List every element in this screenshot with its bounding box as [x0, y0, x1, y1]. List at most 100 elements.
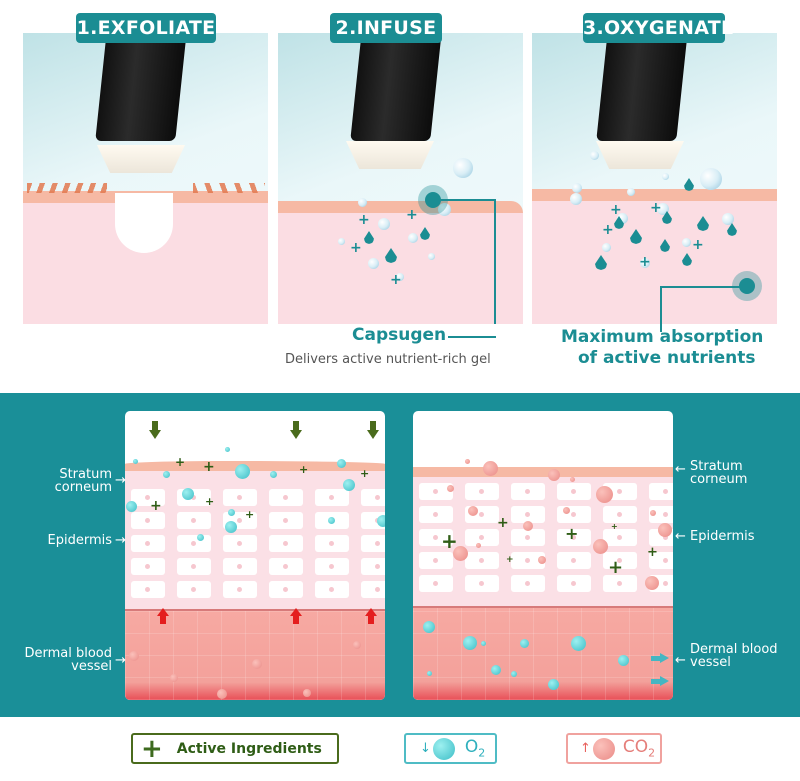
- epidermis-cell: [511, 506, 545, 523]
- callout-line: [660, 286, 740, 288]
- co2-bubble-icon: [658, 523, 672, 537]
- epidermis-cell: [315, 581, 349, 598]
- epidermis-cell: [177, 512, 211, 529]
- step-3-badge: 3.OXYGENATE: [583, 13, 734, 43]
- o2-text: O: [464, 737, 479, 758]
- plus-icon: +: [692, 237, 704, 253]
- epidermis-cell: [557, 529, 591, 546]
- co2-bubble-icon: [563, 507, 570, 514]
- bubble-icon: [378, 218, 390, 230]
- oxygenate-panel: + + + + +: [532, 33, 777, 324]
- capsugen-subtitle: Delivers active nutrient-rich gel: [285, 352, 491, 367]
- exfoliated-area: [115, 193, 173, 253]
- right-stratum-label: Stratum corneum: [690, 460, 747, 486]
- legend-active-ingredients: + Active Ingredients: [131, 733, 339, 764]
- label-stratum: Stratum: [59, 467, 112, 482]
- bubble-icon: [428, 253, 435, 260]
- legend-co2: ↑ CO2: [566, 733, 662, 764]
- o2-bubble-icon: [328, 517, 335, 524]
- epidermis-cell: [361, 558, 385, 575]
- active-ingredient-icon: +: [299, 463, 309, 476]
- right-dermal-label: Dermal blood vessel: [690, 643, 778, 669]
- epidermis-cell: [131, 512, 165, 529]
- epidermis-cell: [649, 552, 673, 569]
- skin-layer: [532, 201, 777, 324]
- co2-bubble-icon: [593, 539, 608, 554]
- epidermis-cell: [419, 575, 453, 592]
- co2-bubble-icon: [447, 485, 454, 492]
- infuse-panel: + + + +: [278, 33, 523, 324]
- o2-bubble-icon: [463, 636, 477, 650]
- co2-bubble-icon: [592, 737, 615, 760]
- epidermis-cell: [223, 558, 257, 575]
- droplet-icon: [682, 253, 692, 266]
- droplet-icon: [364, 231, 374, 244]
- epidermis-cell: [131, 558, 165, 575]
- o2-bubble-icon: [235, 464, 250, 479]
- skin-flakes-icon: [27, 183, 107, 193]
- bubble-icon: [657, 203, 669, 215]
- left-skin-diagram: + + + + + + +: [125, 411, 385, 700]
- co2-bubble-icon: [476, 543, 481, 548]
- co2-bubble-icon: [596, 486, 613, 503]
- device-handle-icon: [95, 33, 187, 141]
- o2-bubble-icon: [427, 671, 432, 676]
- epidermis-cell: [177, 581, 211, 598]
- o2-bubble-icon: [423, 621, 435, 633]
- epidermis-cell: [361, 535, 385, 552]
- droplet-icon: [420, 227, 430, 240]
- down-arrow-icon: [149, 421, 161, 439]
- epidermis-cell: [511, 483, 545, 500]
- absorption-title-line1: Maximum absorption: [561, 327, 764, 347]
- co2-subscript: 2: [648, 746, 656, 760]
- device-handle-icon: [350, 33, 442, 141]
- up-arrow-icon: [365, 608, 377, 624]
- dermis-layer: [125, 609, 385, 700]
- o2-bubble-icon: [571, 636, 586, 651]
- epidermis-cell: [269, 489, 303, 506]
- stratum-corneum-layer: [278, 201, 523, 213]
- epidermis-cell: [419, 529, 453, 546]
- active-ingredient-icon: +: [611, 522, 618, 531]
- epidermis-cell: [269, 512, 303, 529]
- bubble-icon: [572, 183, 582, 193]
- step-1-badge: 1.EXFOLIATE: [76, 13, 216, 43]
- label-epidermis: Epidermis: [690, 529, 755, 544]
- down-arrow-icon: [290, 421, 302, 439]
- left-arrow-icon: →: [115, 533, 126, 548]
- plus-icon: +: [390, 272, 402, 288]
- skin-flakes-icon: [193, 183, 265, 193]
- legend-co2-label: CO2: [623, 737, 655, 759]
- active-ingredient-icon: +: [360, 467, 370, 480]
- active-ingredient-icon: +: [150, 498, 162, 514]
- epidermis-cell: [557, 575, 591, 592]
- bubble-icon: [682, 238, 691, 247]
- right-arrow-icon: [651, 676, 669, 686]
- active-ingredient-icon: +: [441, 529, 458, 553]
- co2-bubble-icon: [468, 506, 478, 516]
- co2-bubble-icon: [548, 469, 560, 481]
- epidermis-cell: [465, 483, 499, 500]
- o2-subscript: 2: [478, 746, 486, 760]
- droplet-icon: [662, 211, 672, 224]
- capsugen-title: Capsugen: [352, 325, 447, 345]
- o2-bubble-icon: [432, 737, 455, 760]
- epidermis-cell: [511, 529, 545, 546]
- device-tip-icon: [596, 141, 684, 169]
- active-ingredient-icon: +: [608, 557, 624, 578]
- o2-bubble-icon: [343, 479, 355, 491]
- co2-text: CO: [622, 737, 649, 758]
- epidermis-cell: [269, 581, 303, 598]
- label-vessel: vessel: [690, 655, 731, 670]
- active-ingredient-icon: +: [205, 495, 215, 508]
- legend-active-label: Active Ingredients: [176, 740, 322, 757]
- exfoliate-panel: [23, 33, 268, 324]
- plus-icon: +: [610, 202, 622, 218]
- bubble-icon: [338, 238, 345, 245]
- epidermis-cell: [361, 489, 385, 506]
- co2-bubble-icon: [645, 576, 659, 590]
- active-ingredient-icon: +: [565, 524, 579, 543]
- droplet-icon: [660, 239, 670, 252]
- up-arrow-icon: [290, 608, 302, 624]
- label-dermal: Dermal blood: [24, 646, 112, 661]
